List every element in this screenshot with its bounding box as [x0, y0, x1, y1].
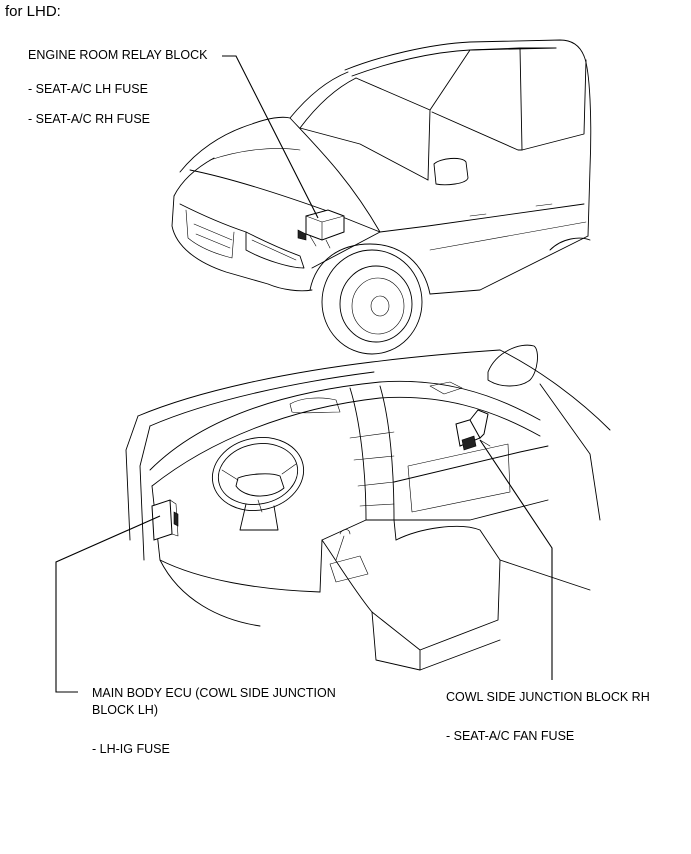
- main-body-ecu-part: [151, 499, 179, 541]
- page-title: for LHD:: [5, 3, 61, 20]
- main-body-ecu-label-line2: BLOCK LH): [92, 703, 158, 717]
- main-body-ecu-leader-line: [55, 515, 161, 693]
- main-body-ecu-label-line1: MAIN BODY ECU (COWL SIDE JUNCTION: [92, 686, 336, 700]
- vehicle-interior-drawing: [125, 344, 611, 671]
- engine-room-relay-block-part: [297, 209, 345, 249]
- seat-ac-lh-fuse-label: - SEAT-A/C LH FUSE: [28, 82, 148, 96]
- cowl-side-junction-block-rh-label: COWL SIDE JUNCTION BLOCK RH: [446, 690, 650, 704]
- lh-ig-fuse-label: - LH-IG FUSE: [92, 742, 170, 756]
- vehicle-exterior-drawing: [171, 39, 592, 355]
- seat-ac-rh-fuse-label: - SEAT-A/C RH FUSE: [28, 112, 151, 126]
- engine-room-leader-line: [222, 55, 319, 219]
- seat-ac-fan-fuse-label: - SEAT-A/C FAN FUSE: [446, 729, 575, 743]
- cowl-side-junction-block-rh-part: [455, 409, 491, 451]
- cowl-side-rh-leader-line: [479, 439, 553, 680]
- engine-room-relay-block-label: ENGINE ROOM RELAY BLOCK: [28, 48, 208, 62]
